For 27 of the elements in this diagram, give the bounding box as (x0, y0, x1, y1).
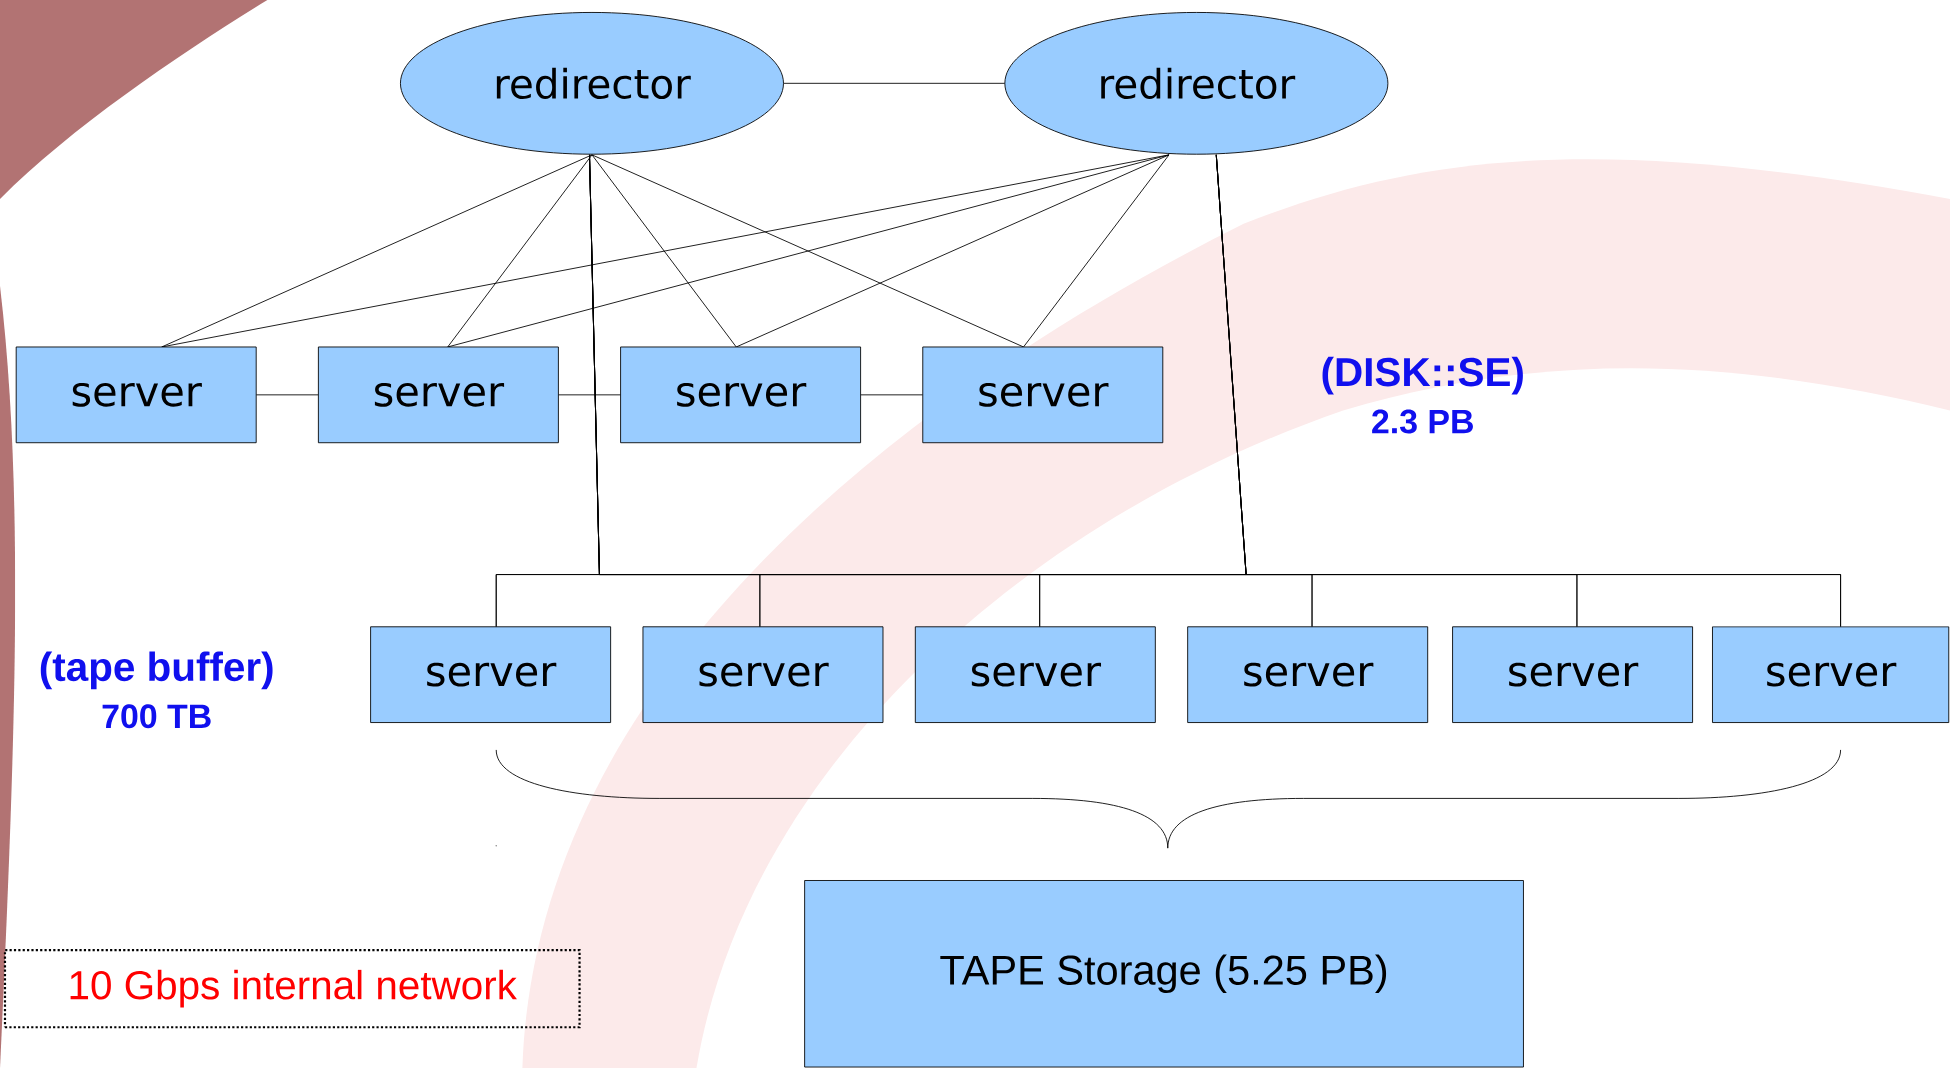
connector-line (735, 154, 1170, 348)
server-box: server (370, 626, 612, 723)
connector-line (591, 154, 1024, 348)
capacity-label: (tape buffer) (40, 651, 273, 690)
server-box: server (642, 626, 884, 723)
connector-line (591, 154, 737, 348)
network-box: 10 Gbps internal network (3, 948, 581, 1029)
server-box: server (922, 346, 1164, 444)
server-box: server (317, 346, 559, 444)
connector-line (860, 394, 924, 396)
server-box: server (914, 626, 1156, 723)
server-box: server (1187, 626, 1429, 723)
server-box: server (1452, 626, 1694, 723)
server-box: server (15, 346, 257, 444)
connector-line (1215, 154, 1841, 628)
server-box: server (620, 346, 862, 444)
capacity-label: 2.3 PB (1372, 409, 1473, 434)
connector-line (557, 394, 621, 396)
storage-box: TAPE Storage (5.25 PB) (804, 879, 1524, 1068)
capacity-label: 700 TB (102, 704, 211, 729)
connector-line (447, 154, 593, 348)
connector-line (161, 154, 593, 348)
capacity-label: (DISK::SE) (1322, 356, 1523, 395)
connector-line (1023, 154, 1170, 348)
server-box: server (1712, 626, 1950, 723)
connector-line (783, 82, 1006, 84)
connector-line (255, 394, 319, 396)
